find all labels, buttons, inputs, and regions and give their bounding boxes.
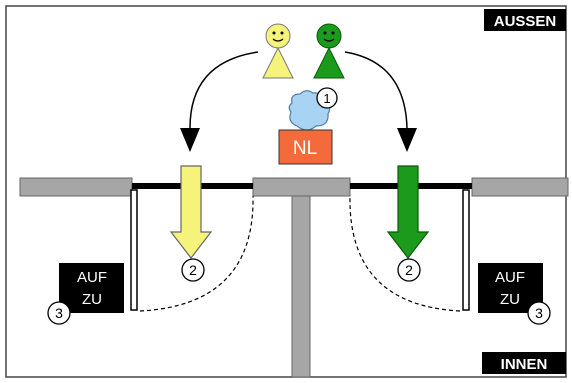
yellow-person-icon xyxy=(262,23,294,79)
panel-right-close: ZU xyxy=(500,291,520,308)
inside-label-box: INNEN xyxy=(482,352,566,374)
nl-box: NL xyxy=(278,129,333,165)
panel-right-open: AUF xyxy=(495,269,525,286)
yellow-passage-arrow xyxy=(169,165,213,259)
path-left-arrowhead xyxy=(180,128,200,152)
wall-right xyxy=(471,177,569,197)
door-left-open xyxy=(130,189,138,311)
door-right-open xyxy=(462,189,470,311)
nl-label: NL xyxy=(293,138,317,159)
svg-text:1: 1 xyxy=(323,91,330,106)
swing-arc-right xyxy=(349,195,461,312)
control-panel-left: AUF ZU xyxy=(59,263,124,313)
panel-left-open: AUF xyxy=(77,269,107,286)
green-passage-arrow xyxy=(386,165,430,259)
marker-3-right: 3 xyxy=(527,301,551,325)
inside-label: INNEN xyxy=(501,356,548,373)
panel-left-close: ZU xyxy=(82,291,102,308)
control-panel-right: AUF ZU xyxy=(478,263,543,313)
path-right-arrowhead xyxy=(397,128,417,152)
path-right xyxy=(344,51,408,129)
path-left xyxy=(189,51,259,129)
swing-arc-left xyxy=(139,195,254,312)
outside-label-box: AUSSEN xyxy=(484,9,566,31)
wall-vertical xyxy=(291,195,311,378)
wall-center xyxy=(252,177,351,197)
marker-1: 1 xyxy=(316,87,338,109)
svg-text:2: 2 xyxy=(189,262,197,278)
svg-text:3: 3 xyxy=(55,305,63,321)
outside-label: AUSSEN xyxy=(494,13,557,30)
marker-3-left: 3 xyxy=(47,301,71,325)
svg-text:3: 3 xyxy=(535,305,543,321)
green-person-icon xyxy=(313,23,345,79)
svg-text:2: 2 xyxy=(405,262,413,278)
marker-2-right: 2 xyxy=(397,258,421,282)
wall-left xyxy=(19,177,133,197)
marker-2-left: 2 xyxy=(181,258,205,282)
